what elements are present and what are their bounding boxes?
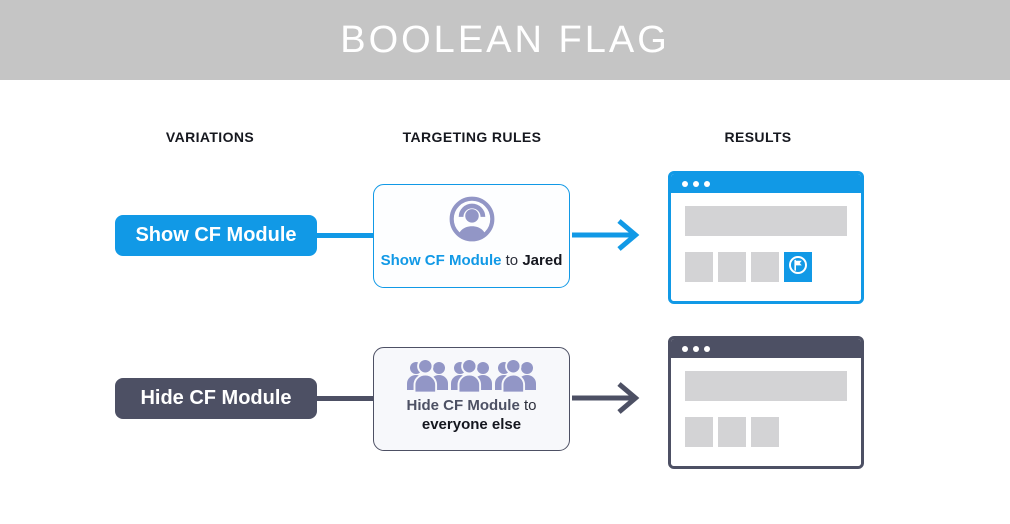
window-dot-icon [682,180,688,187]
window-dot-icon [693,180,699,187]
cf-module-tile [784,252,812,282]
user-in-circle-icon [447,194,497,244]
connector-line [317,396,374,401]
window-dot-icon [704,345,710,352]
column-header-variations: VARIATIONS [165,129,255,145]
content-placeholder-tile [718,417,746,447]
rule-flag-label: Show CF Module [380,252,502,269]
content-placeholder-banner [685,206,847,236]
crowd-icon [406,357,538,394]
window-dot-icon [682,345,688,352]
rule-connector: to [505,252,519,269]
browser-titlebar [671,174,861,193]
targeting-rule-card-hide: Hide CF Module to everyone else [373,347,570,451]
rule-audience: everyone else [421,416,522,433]
variation-pill-show-cf-module: Show CF Module [115,215,317,256]
rule-flag-label: Hide CF Module [406,397,520,414]
column-header-results: RESULTS [724,129,792,145]
browser-content [671,358,861,466]
flag-icon [787,254,809,281]
arrow-right-icon [572,215,650,255]
browser-titlebar [671,339,861,358]
content-placeholder-tile [751,252,779,282]
connector-line [317,233,374,238]
targeting-rule-card-show: Show CF Module to Jared [373,184,570,288]
browser-content [671,193,861,301]
title-banner: BOOLEAN FLAG [0,0,1010,80]
result-browser-show [668,171,864,304]
rule-sentence: Show CF Module to Jared [381,251,563,270]
variation-label: Hide CF Module [140,387,292,409]
page-title: BOOLEAN FLAG [340,18,670,61]
variation-pill-hide-cf-module: Hide CF Module [115,378,317,419]
content-placeholder-tile [718,252,746,282]
variation-label: Show CF Module [135,224,297,246]
rule-sentence: Hide CF Module to everyone else [406,396,536,434]
rule-connector: to [523,397,537,414]
window-dot-icon [693,345,699,352]
content-placeholder-tile [751,417,779,447]
rule-audience: Jared [522,252,563,269]
content-placeholder-tile [685,252,713,282]
window-dot-icon [704,180,710,187]
content-placeholder-banner [685,371,847,401]
content-placeholder-tile [685,417,713,447]
arrow-right-icon [572,378,650,418]
result-browser-hide [668,336,864,469]
column-header-targeting-rules: TARGETING RULES [402,129,542,145]
